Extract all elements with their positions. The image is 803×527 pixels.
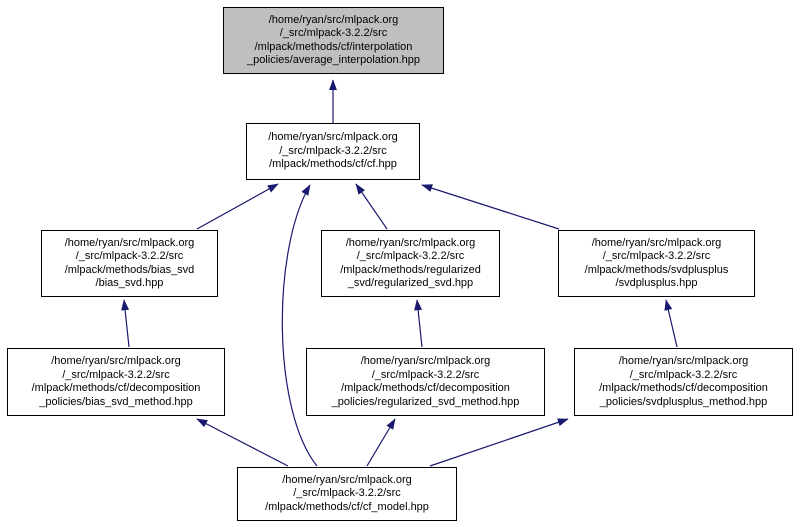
node-label: /home/ryan/src/mlpack.org /_src/mlpack-3… (246, 13, 421, 67)
node-regularized-svd-method-hpp[interactable]: /home/ryan/src/mlpack.org /_src/mlpack-3… (306, 348, 545, 416)
edge-cf-model-to-bias-svd-method (196, 418, 289, 467)
node-label: /home/ryan/src/mlpack.org /_src/mlpack-3… (331, 355, 520, 408)
node-bias-svd-method-hpp[interactable]: /home/ryan/src/mlpack.org /_src/mlpack-3… (7, 348, 225, 416)
edge-svdplusplus-to-cf (421, 184, 560, 230)
node-svdplusplus-hpp[interactable]: /home/ryan/src/mlpack.org /_src/mlpack-3… (558, 230, 755, 297)
node-bias-svd-hpp[interactable]: /home/ryan/src/mlpack.org /_src/mlpack-3… (41, 230, 218, 297)
node-label: /home/ryan/src/mlpack.org /_src/mlpack-3… (31, 355, 201, 408)
edge-cf-model-to-svdplusplus-method (429, 418, 569, 467)
node-label: /home/ryan/src/mlpack.org /_src/mlpack-3… (584, 236, 729, 290)
edge-svdplusplus-method-to-svdplusplus (664, 299, 678, 348)
node-label: /home/ryan/src/mlpack.org /_src/mlpack-3… (599, 355, 768, 408)
node-regularized-svd-hpp[interactable]: /home/ryan/src/mlpack.org /_src/mlpack-3… (321, 230, 500, 297)
node-cf-hpp[interactable]: /home/ryan/src/mlpack.org /_src/mlpack-3… (246, 123, 420, 180)
node-cf-model-hpp[interactable]: /home/ryan/src/mlpack.org /_src/mlpack-3… (237, 467, 457, 521)
node-label: /home/ryan/src/mlpack.org /_src/mlpack-3… (268, 131, 398, 171)
edge-regularized-svd-to-cf (355, 183, 388, 230)
edge-cf-model-to-cf (281, 184, 318, 467)
node-label: /home/ryan/src/mlpack.org /_src/mlpack-3… (340, 236, 481, 290)
node-label: /home/ryan/src/mlpack.org /_src/mlpack-3… (64, 236, 195, 290)
node-average-interpolation-hpp: /home/ryan/src/mlpack.org /_src/mlpack-3… (223, 7, 444, 74)
edge-bias-svd-to-cf (196, 183, 279, 230)
node-label: /home/ryan/src/mlpack.org /_src/mlpack-3… (265, 473, 429, 513)
edge-cf-model-to-regularized-svd-method (366, 418, 396, 467)
edge-regularized-svd-method-to-regularized-svd (414, 299, 423, 348)
edge-bias-svd-method-to-bias-svd (121, 299, 130, 348)
node-svdplusplus-method-hpp[interactable]: /home/ryan/src/mlpack.org /_src/mlpack-3… (574, 348, 793, 416)
